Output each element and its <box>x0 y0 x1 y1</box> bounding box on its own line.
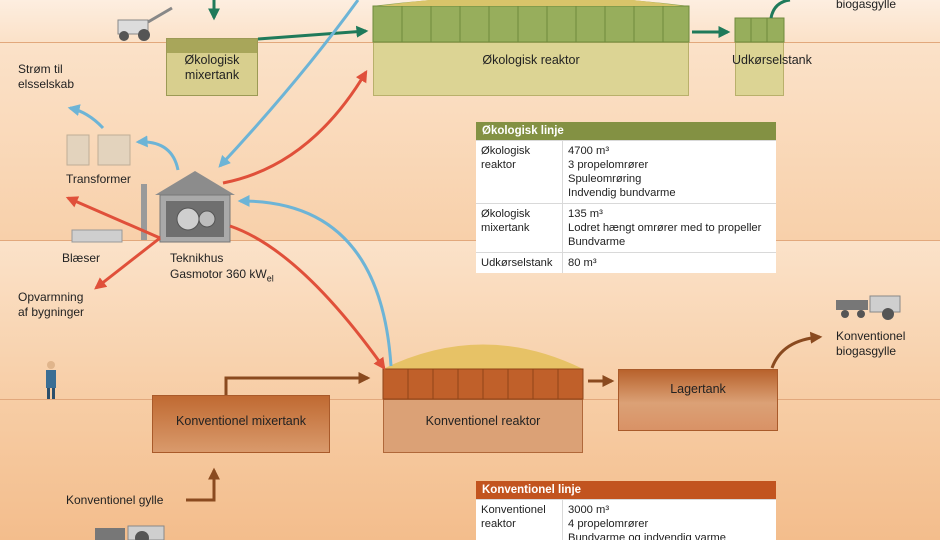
eco-export-top <box>734 17 785 43</box>
conv-line-table: Konventionel linje Konventionel reaktor … <box>476 481 776 540</box>
gas-motor-subscript: el <box>266 273 274 284</box>
eco-row-1-line-0: 135 m³ <box>568 208 603 220</box>
eco-row-0-name: Økologisk reaktor <box>476 140 563 204</box>
conv-row-0-line-2: Bundvarme og indvendig varme <box>568 532 726 540</box>
eco-row-2-name: Udkørselstank <box>476 252 563 273</box>
eco-export-tank: Udkørselstank <box>732 42 812 96</box>
transformer-box-2 <box>97 134 131 166</box>
transformer-box-1 <box>66 134 90 166</box>
eco-biogas-label: biogasgylle <box>836 0 897 11</box>
eco-reactor: Økologisk reaktor <box>373 42 689 96</box>
ground-line-middle <box>0 240 940 241</box>
conv-row-0-line-1: 4 propelomrører <box>568 518 649 530</box>
transformer-label: Transformer <box>66 172 131 186</box>
eco-row-1-line-2: Bundvarme <box>568 236 626 248</box>
conv-slurry-label: Konventionel gylle <box>66 493 164 507</box>
eco-mixertank: Økologisk mixertank <box>166 38 258 96</box>
eco-reactor-top <box>372 0 690 43</box>
conv-reactor: Konventionel reaktor <box>383 399 583 453</box>
conv-reactor-top <box>382 344 584 400</box>
tech-house <box>155 171 235 243</box>
table-row: Økologisk reaktor 4700 m³ 3 propelomrøre… <box>476 140 776 204</box>
eco-row-2-details: 80 m³ <box>562 252 776 273</box>
eco-row-0-details: 4700 m³ 3 propelomrører Spuleomrøring In… <box>562 140 776 204</box>
table-row: Økologisk mixertank 135 m³ Lodret hængt … <box>476 203 776 253</box>
eco-row-1-line-1: Lodret hængt omrører med to propeller <box>568 222 762 234</box>
eco-row-0-line-0: 4700 m³ <box>568 145 610 157</box>
eco-line-table: Økologisk linje Økologisk reaktor 4700 m… <box>476 122 776 273</box>
power-label: Strøm til elsselskab <box>18 62 75 91</box>
conv-table-header: Konventionel linje <box>476 481 776 500</box>
blower-unit <box>71 229 123 243</box>
eco-row-1-name: Økologisk mixertank <box>476 203 563 253</box>
eco-tractor-icon <box>117 6 173 41</box>
eco-export-label: Udkørselstank <box>732 53 812 67</box>
conv-table-title: Konventionel linje <box>476 481 776 500</box>
eco-table-header: Økologisk linje <box>476 122 776 141</box>
conv-biogas-label: Konventionel biogasgylle <box>836 329 906 358</box>
conv-row-0-details: 3000 m³ 4 propelomrører Bundvarme og ind… <box>562 499 776 540</box>
bottom-tractor-icon <box>95 525 165 540</box>
blower-label: Blæser <box>62 251 101 265</box>
eco-row-0-line-3: Indvendig bundvarme <box>568 187 676 199</box>
table-row: Udkørselstank 80 m³ <box>476 252 776 273</box>
eco-row-2-line-0: 80 m³ <box>568 257 597 269</box>
eco-row-1-details: 135 m³ Lodret hængt omrører med to prope… <box>562 203 776 253</box>
storage-tank: Lagertank <box>618 369 778 431</box>
eco-reactor-label: Økologisk reaktor <box>482 53 580 67</box>
heating-label: Opvarmning af bygninger <box>18 290 85 319</box>
tech-house-label: Teknikhus <box>170 251 224 265</box>
gas-motor-label: Gasmotor 360 kWel <box>170 267 274 286</box>
eco-mixertank-label: Økologisk mixertank <box>184 53 240 82</box>
conv-tractor-icon <box>836 295 901 320</box>
farmer-icon <box>46 361 56 399</box>
conv-row-0-name: Konventionel reaktor <box>476 499 563 540</box>
conv-reactor-label: Konventionel reaktor <box>425 414 541 428</box>
chimney <box>141 184 147 240</box>
gas-motor-text: Gasmotor 360 kW <box>170 267 267 281</box>
eco-row-0-line-1: 3 propelomrører <box>568 159 649 171</box>
eco-table-title: Økologisk linje <box>476 122 776 141</box>
conv-row-0-line-0: 3000 m³ <box>568 504 610 516</box>
eco-row-0-line-2: Spuleomrøring <box>568 173 642 185</box>
conv-mixertank: Konventionel mixertank <box>152 395 330 453</box>
conv-mixertank-label: Konventionel mixertank <box>176 414 306 428</box>
table-row: Konventionel reaktor 3000 m³ 4 propelomr… <box>476 499 776 540</box>
storage-tank-label: Lagertank <box>670 382 726 396</box>
